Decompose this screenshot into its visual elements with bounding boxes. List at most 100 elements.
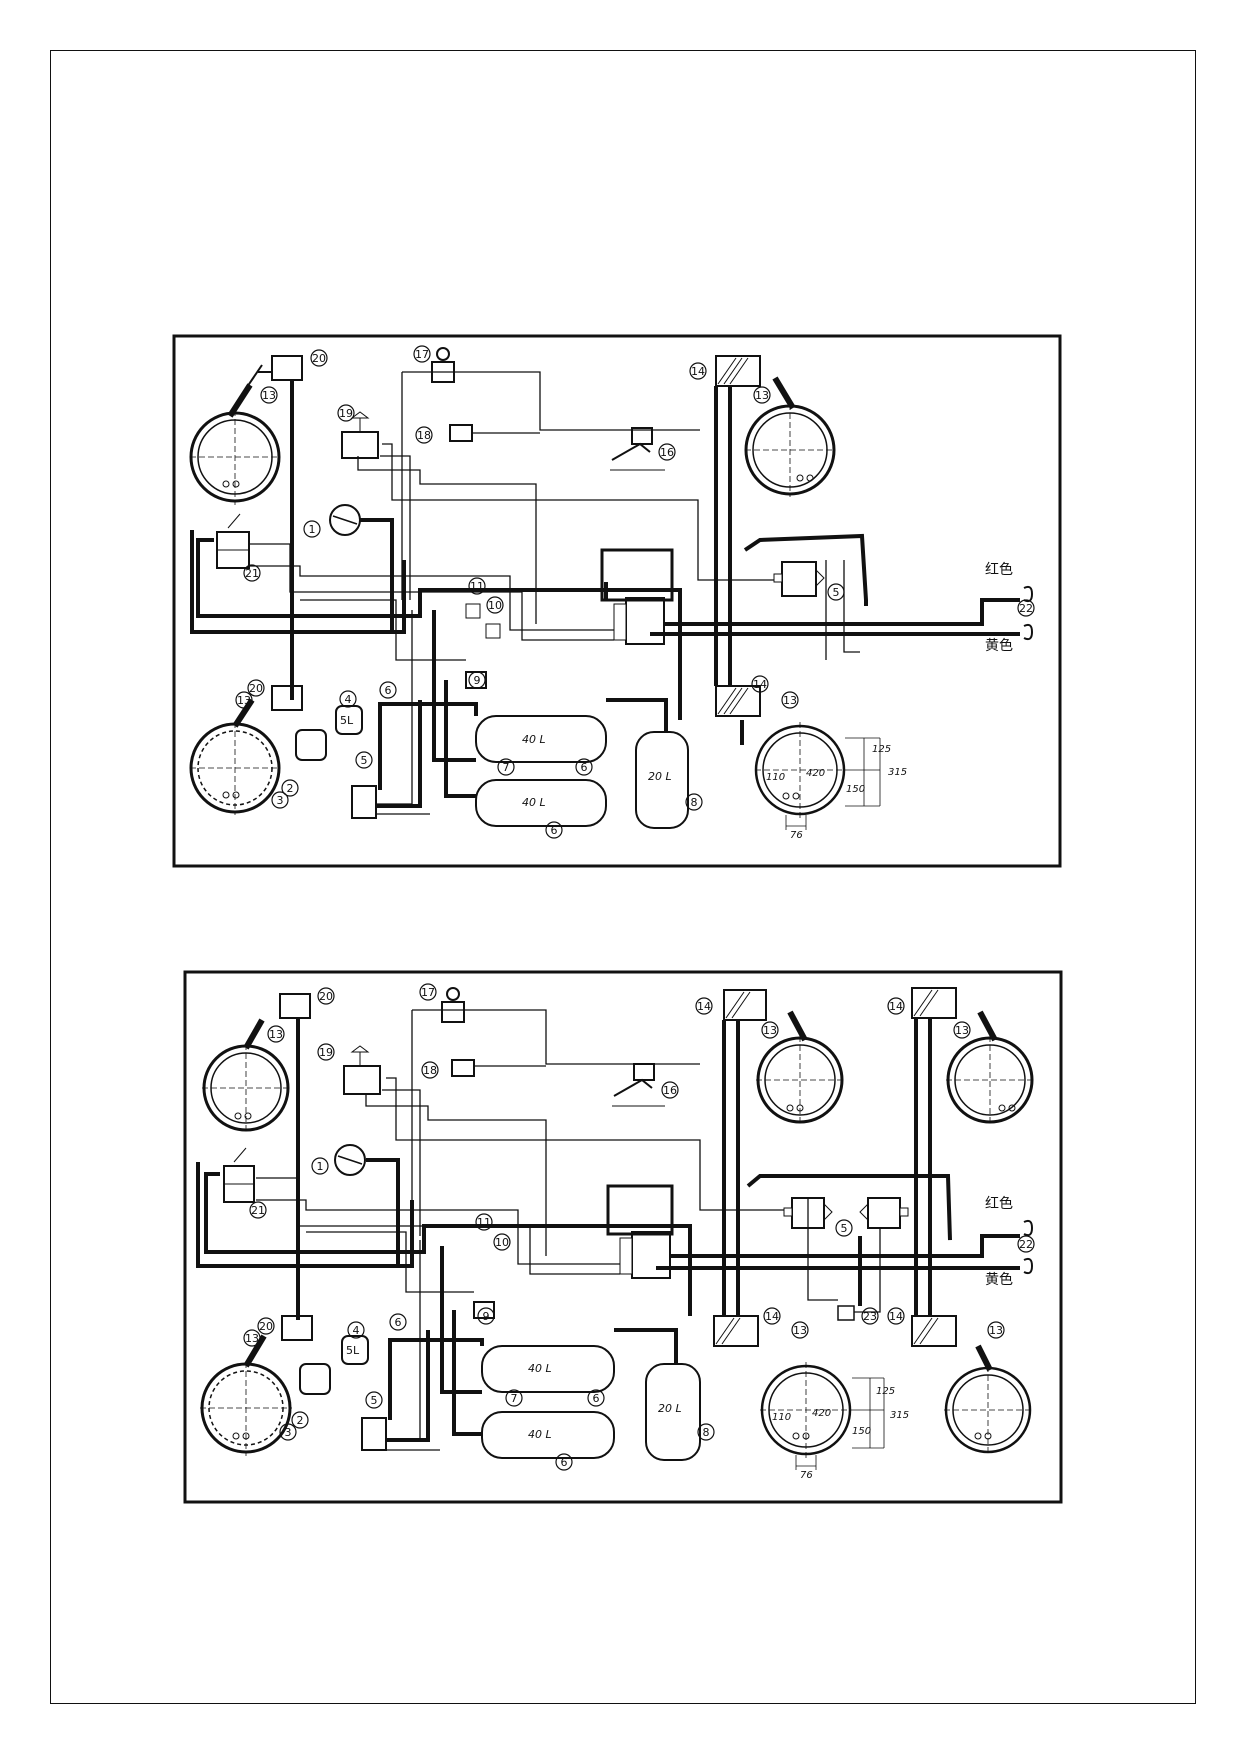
tank-label: 40 L: [528, 1362, 552, 1375]
callout-label: 8: [691, 796, 698, 809]
callout-label: 14: [697, 1000, 711, 1013]
trailer-control-valve: [631, 1231, 671, 1279]
brake-drum-front-right-1: [756, 1010, 844, 1126]
relay-valve-5: [781, 561, 817, 597]
callout-label: 20: [319, 990, 333, 1003]
brake-drum-rear-left: [200, 1334, 292, 1456]
dim-label: 150: [846, 784, 865, 795]
callout-label: 2: [297, 1414, 304, 1427]
spring-brake-14-c: [713, 1315, 759, 1347]
label-yellow: 黄色: [985, 1271, 1013, 1288]
callout-label: 18: [423, 1064, 437, 1077]
callout-label: 13: [793, 1324, 807, 1337]
tank-5l: [341, 1335, 369, 1365]
compressor: [334, 1144, 366, 1176]
label-yellow: 黄色: [985, 637, 1013, 654]
brake-drum-front-right-2: [946, 1010, 1034, 1126]
dim-label: 125: [876, 1386, 895, 1397]
callout-label: 19: [339, 407, 353, 420]
callout-label: 3: [285, 1426, 292, 1439]
callout-label: 3: [277, 794, 284, 807]
air-tank-20l: [635, 731, 689, 829]
dim-label: 420: [806, 768, 825, 779]
callout-label: 22: [1019, 602, 1033, 615]
tank-5l: [335, 705, 363, 735]
callout-label: 13: [269, 1028, 283, 1041]
callout-label: 1: [309, 523, 316, 536]
brake-chamber-20-mid: [271, 685, 303, 711]
spring-brake-14-mid: [715, 685, 761, 717]
brake-chamber-20-top: [271, 355, 303, 381]
callout-label: 16: [660, 446, 674, 459]
diagram-bottom: 20 13 19 17 18 16 14 13 14 13 1 21 11 10…: [183, 970, 1063, 1504]
callout-label: 23: [863, 1310, 877, 1323]
callout-label: 21: [245, 567, 259, 580]
callout-label: 20: [312, 352, 326, 365]
label-red: 红色: [985, 561, 1013, 578]
callout-label: 13: [262, 389, 276, 402]
callouts-top: [235, 345, 1035, 839]
callout-label: 14: [753, 678, 767, 691]
valve-16: [631, 427, 653, 445]
relay-valve-5-b: [867, 1197, 901, 1229]
callout-label: 8: [703, 1426, 710, 1439]
callout-label: 13: [989, 1324, 1003, 1337]
callout-label: 5: [833, 586, 840, 599]
callout-label: 4: [345, 693, 352, 706]
callout-label: 20: [249, 682, 263, 695]
tank-label: 5L: [340, 714, 354, 727]
coupling-yellow: [1023, 1257, 1034, 1275]
dim-label: 125: [872, 744, 891, 755]
spring-brake-14-top: [715, 355, 761, 387]
valve-17: [441, 1001, 465, 1023]
valve-16: [633, 1063, 655, 1081]
callout-label: 4: [353, 1324, 360, 1337]
coupling-red: [1023, 585, 1034, 603]
callout-label: 2: [287, 782, 294, 795]
dim-label: 150: [852, 1426, 871, 1437]
callout-label: 6: [561, 1456, 568, 1469]
callout-label: 17: [421, 986, 435, 999]
brake-drum-front-right: [744, 376, 836, 497]
air-tank-40l-lower: [475, 779, 607, 827]
callout-label: 5: [841, 1222, 848, 1235]
valve-10: [485, 623, 501, 639]
brake-drum-front-left: [189, 364, 281, 505]
brake-chamber-20: [279, 993, 311, 1019]
tank-label: 40 L: [528, 1428, 552, 1441]
callouts-bottom: [243, 983, 1035, 1471]
brake-drum-rear-left: [189, 698, 281, 815]
callout-label: 6: [593, 1392, 600, 1405]
callout-label: 14: [765, 1310, 779, 1323]
callout-label: 6: [581, 761, 588, 774]
valve-11: [465, 603, 481, 619]
callout-label: 6: [385, 684, 392, 697]
callout-label: 6: [395, 1316, 402, 1329]
tank-label: 40 L: [522, 733, 546, 746]
callout-label: 9: [474, 674, 481, 687]
callout-label: 19: [319, 1046, 333, 1059]
dim-label: 315: [888, 767, 907, 778]
page-frame: [50, 50, 1196, 1704]
callout-label: 13: [245, 1332, 259, 1345]
dim-label: 76: [800, 1470, 813, 1481]
callout-label: 13: [955, 1024, 969, 1037]
callout-label: 5: [371, 1394, 378, 1407]
coupling-yellow: [1023, 623, 1034, 641]
trailer-control-valve: [625, 597, 665, 645]
label-red: 红色: [985, 1195, 1013, 1212]
callout-label: 13: [755, 389, 769, 402]
valve-23: [837, 1305, 855, 1321]
callout-label: 14: [691, 365, 705, 378]
callout-label: 14: [889, 1310, 903, 1323]
valve-19: [341, 431, 379, 459]
diagram-border: [183, 970, 1063, 1504]
callout-label: 13: [763, 1024, 777, 1037]
callout-label: 11: [477, 1216, 491, 1229]
diagram-border: [172, 334, 1062, 868]
oil-separator-2: [299, 1363, 331, 1395]
dim-label: 76: [790, 830, 803, 841]
brake-drum-front-left: [202, 1018, 290, 1134]
callout-label: 7: [511, 1392, 518, 1405]
tank-label: 20 L: [658, 1402, 682, 1415]
